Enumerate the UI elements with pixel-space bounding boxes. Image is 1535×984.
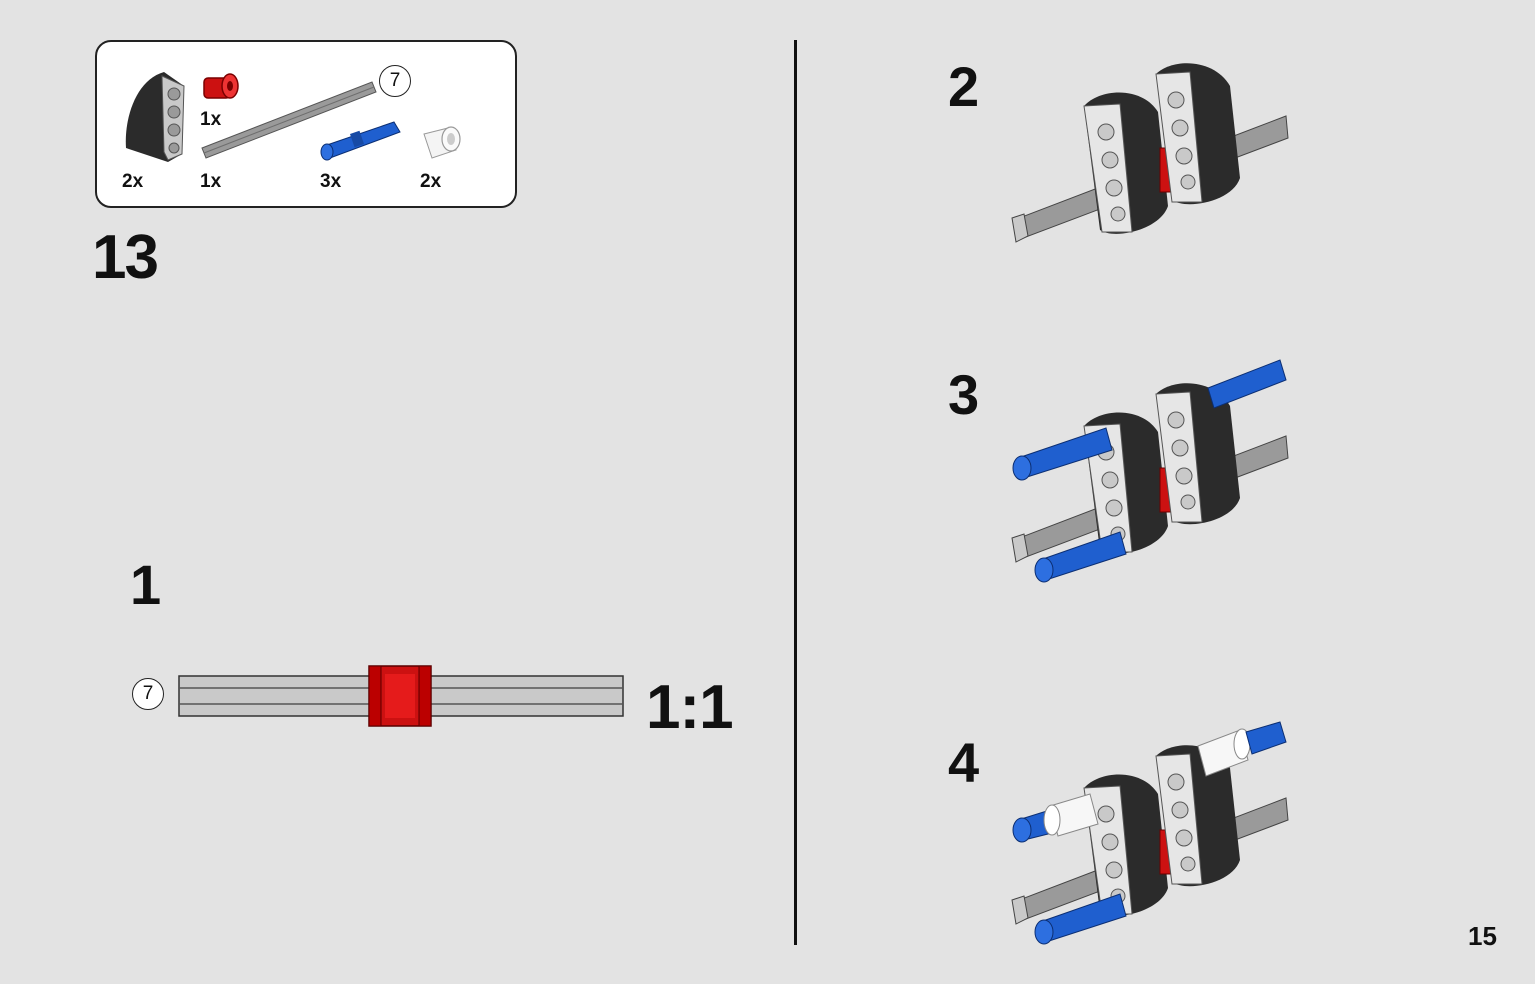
axle-pin-part-icon xyxy=(320,121,401,161)
substep-1-axle-badge: 7 xyxy=(132,678,164,710)
axle-quantity: 1x xyxy=(200,171,222,192)
substep-3-number: 3 xyxy=(948,363,980,426)
axle-joiner-part-icon xyxy=(203,73,239,99)
bush-part-icon xyxy=(423,126,461,159)
substep-4-number: 4 xyxy=(948,731,980,794)
substep-1-number: 1 xyxy=(130,553,162,616)
axle-length-badge: 7 xyxy=(379,65,411,97)
substep-1-assembly-illustration xyxy=(178,665,624,727)
scale-indicator: 1:1 xyxy=(646,673,734,742)
page-number: 15 xyxy=(1468,921,1497,951)
substep-4-assembly-illustration xyxy=(1011,721,1289,945)
curved-liftarm-quantity: 2x xyxy=(122,171,144,192)
axle-part-icon xyxy=(201,81,377,159)
curved-liftarm-part-icon xyxy=(125,72,185,162)
axle-pin-quantity: 3x xyxy=(320,171,342,192)
page-divider xyxy=(794,40,797,945)
bush-quantity: 2x xyxy=(420,171,442,192)
axle-joiner-quantity: 1x xyxy=(200,109,222,130)
substep-3-assembly-illustration xyxy=(1011,359,1289,583)
main-step-number: 13 xyxy=(92,223,159,292)
substep-2-assembly-illustration xyxy=(1011,63,1289,243)
substep-2-number: 2 xyxy=(948,55,980,118)
